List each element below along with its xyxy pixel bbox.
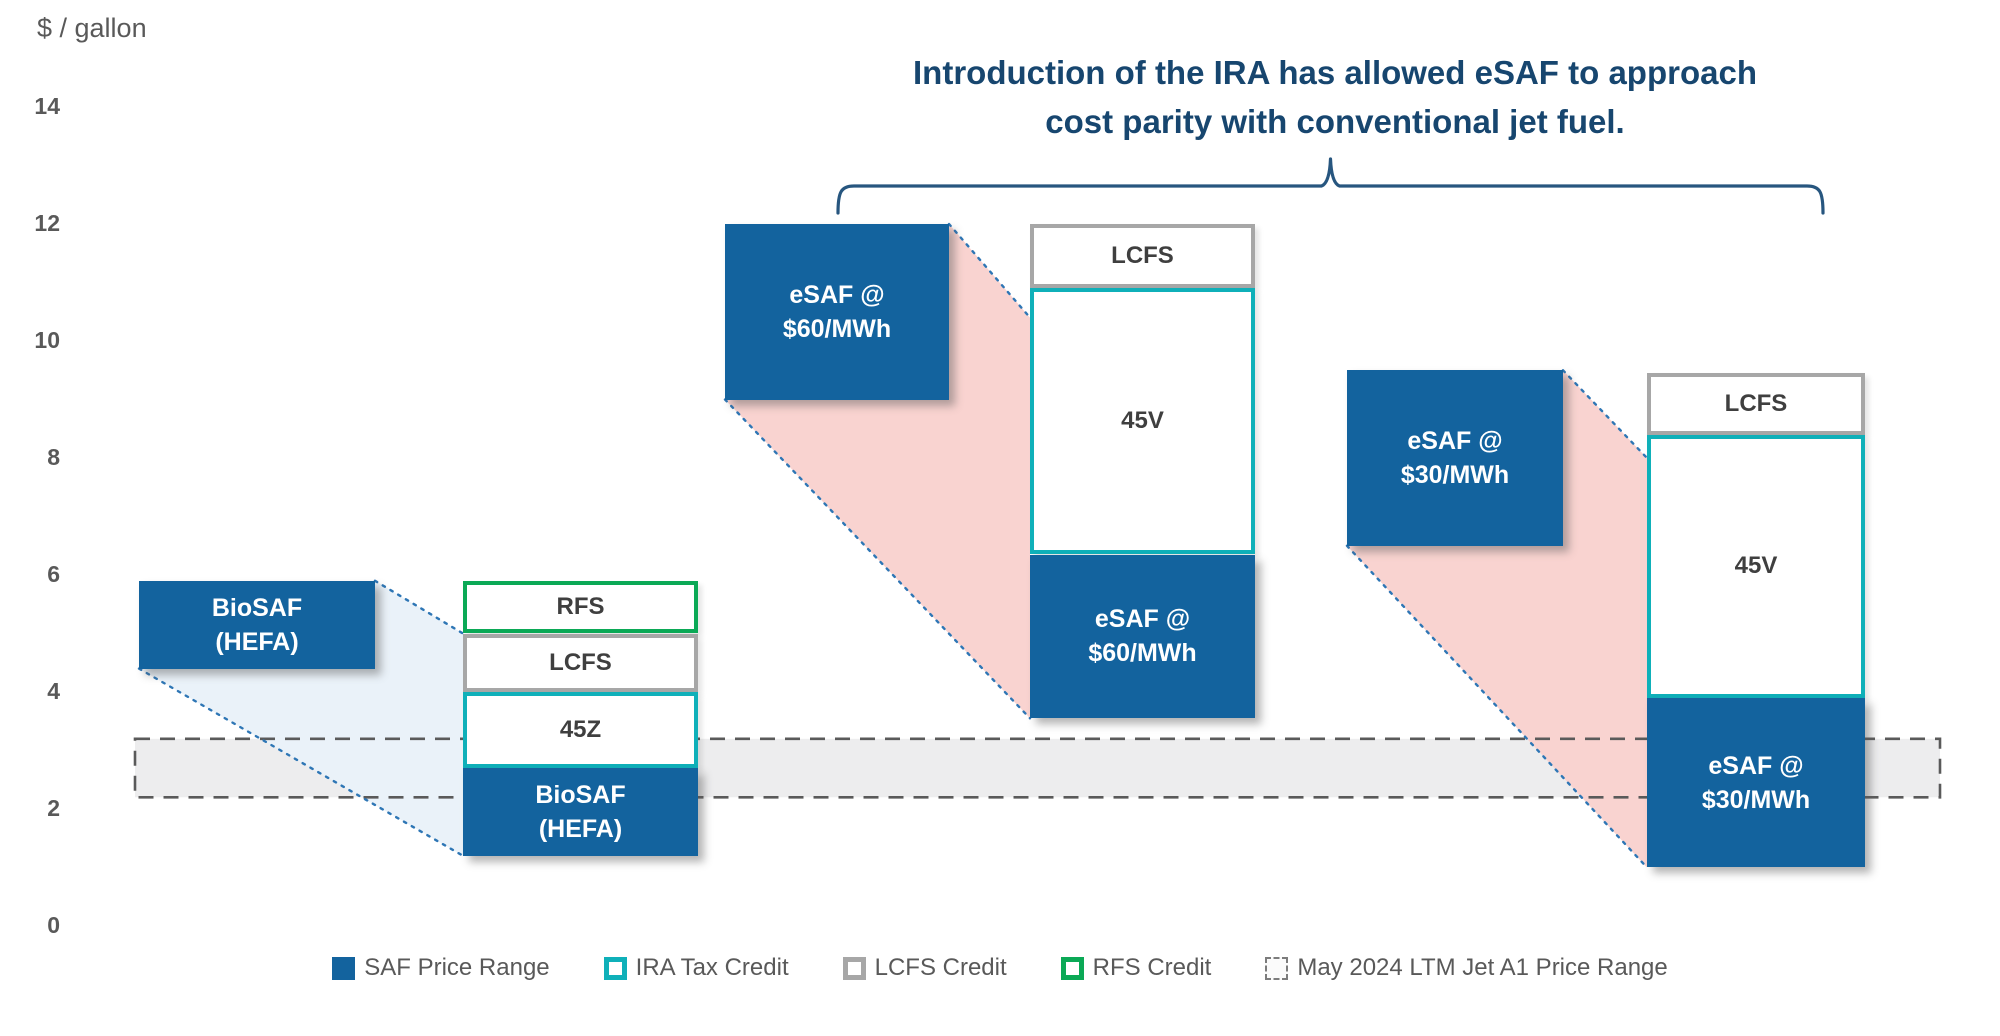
legend-label-rfs: RFS Credit [1092, 954, 1212, 981]
esaf-30-stack-segment-2-saf-label: $30/MWh [1701, 785, 1811, 814]
esaf-30-stack-segment-2-saf-label: eSAF @ [1708, 751, 1804, 780]
y-axis-unit-label: $ / gallon [37, 13, 147, 43]
connector-top-line-biosaf [373, 579, 465, 635]
legend-item-ira: IRA Tax Credit [603, 954, 789, 982]
legend-swatch-ira-icon [603, 956, 627, 980]
legend-item-rfs: RFS Credit [1060, 954, 1212, 982]
y-tick-14: 14 [34, 93, 60, 119]
esaf-60-unsubsidized-box: eSAF @ $60/MWh [725, 224, 949, 400]
biosaf-stack-segment-2-ira: 45Z [463, 692, 698, 769]
legend-item-saf: SAF Price Range [332, 954, 550, 982]
biosaf-stack-segment-1-lcfs-label: LCFS [549, 648, 612, 676]
biosaf-stack-segment-3-saf: BioSAF (HEFA) [463, 768, 698, 856]
esaf-30-unsubsidized-box-label: eSAF @ [1407, 427, 1503, 456]
biosaf-unsubsidized-box: BioSAF (HEFA) [139, 580, 375, 669]
legend-swatch-lcfs-icon [842, 956, 866, 980]
esaf-60-stack-segment-1-ira-label: 45V [1121, 407, 1164, 435]
legend-label-saf: SAF Price Range [364, 954, 550, 981]
legend-label-ira: IRA Tax Credit [635, 954, 789, 981]
chart-title-line1: Introduction of the IRA has allowed eSAF… [913, 54, 1757, 91]
esaf-60-stack-segment-0-lcfs-label: LCFS [1111, 242, 1174, 270]
connector-top-line-esaf-30 [1561, 369, 1649, 460]
esaf-60-unsubsidized-box-label: $60/MWh [782, 314, 892, 343]
chart-title-line2: cost parity with conventional jet fuel. [1045, 103, 1625, 140]
legend-label-band: May 2024 LTM Jet A1 Price Range [1297, 954, 1668, 981]
esaf-30-stack-segment-1-ira-label: 45V [1734, 552, 1778, 580]
biosaf-stack-segment-3-saf-label: BioSAF [535, 780, 626, 809]
jet-a1-band-outline [133, 737, 1942, 799]
y-tick-8: 8 [47, 444, 60, 470]
biosaf-unsubsidized-box-label: BioSAF [211, 593, 303, 622]
connector-top-line-esaf-60 [947, 222, 1032, 319]
legend-swatch-rfs-icon [1060, 956, 1084, 980]
esaf-60-stack-segment-2-saf: eSAF @ $60/MWh [1030, 554, 1255, 719]
esaf-60-stack-segment-2-saf-label: eSAF @ [1094, 605, 1191, 634]
biosaf-stack-segment-0-rfs: RFS [463, 580, 698, 634]
esaf-30-stack-segment-0-lcfs: LCFS [1647, 373, 1865, 435]
connector-bottom-line-esaf-30 [1345, 544, 1649, 869]
esaf-30-stack-segment-2-saf: eSAF @ $30/MWh [1647, 697, 1865, 868]
esaf-60-unsubsidized-box-label: eSAF @ [789, 280, 885, 309]
legend-swatch-saf-icon [332, 956, 356, 980]
esaf-30-unsubsidized-box-label: $30/MWh [1400, 461, 1510, 490]
biosaf-stack-segment-3-saf-label: (HEFA) [538, 814, 623, 843]
y-tick-12: 12 [34, 210, 60, 236]
biosaf-stack-segment-1-lcfs: LCFS [463, 633, 698, 692]
biosaf-stack-segment-0-rfs-label: RFS [556, 593, 605, 621]
connector-bottom-line-esaf-60 [723, 398, 1032, 720]
esaf-60-stack-segment-1-ira: 45V [1030, 288, 1255, 555]
legend-item-lcfs: LCFS Credit [842, 954, 1007, 982]
esaf-60-stack-segment-2-saf-label: $60/MWh [1088, 639, 1197, 668]
legend: SAF Price Range IRA Tax Credit LCFS Credit… [0, 954, 2000, 982]
esaf-30-stack-segment-1-ira: 45V [1647, 434, 1865, 698]
connector-bottom-line-biosaf [137, 667, 465, 857]
legend-label-lcfs: LCFS Credit [874, 954, 1007, 981]
y-tick-4: 4 [47, 678, 60, 704]
esaf-60-stack-segment-0-lcfs: LCFS [1030, 224, 1255, 289]
y-tick-2: 2 [47, 795, 60, 821]
title-bracket [836, 157, 1825, 215]
biosaf-unsubsidized-box-label: (HEFA) [215, 627, 299, 656]
biosaf-stack-segment-2-ira-label: 45Z [559, 716, 602, 744]
chart-title: Introduction of the IRA has allowed eSAF… [640, 48, 2000, 146]
y-tick-10: 10 [34, 327, 60, 353]
y-tick-6: 6 [47, 561, 60, 587]
esaf-30-stack-segment-0-lcfs-label: LCFS [1724, 389, 1788, 417]
esaf-30-unsubsidized-box: eSAF @ $30/MWh [1347, 370, 1563, 546]
legend-item-band: May 2024 LTM Jet A1 Price Range [1265, 954, 1668, 982]
legend-swatch-band-icon [1265, 956, 1289, 980]
y-tick-0: 0 [47, 912, 60, 938]
